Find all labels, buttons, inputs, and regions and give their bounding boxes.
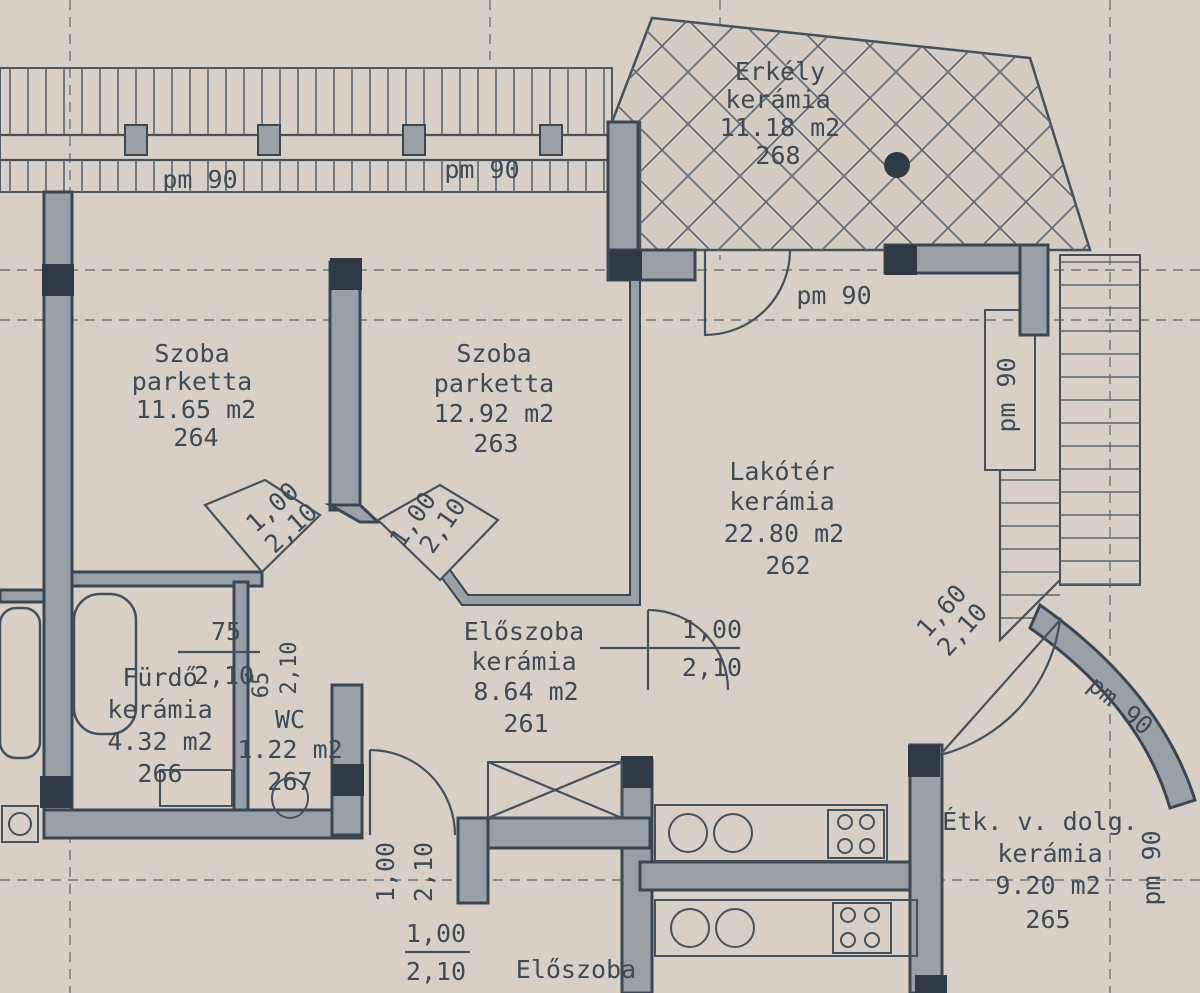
room-number: 267 — [267, 767, 312, 796]
washbasin — [159, 769, 233, 807]
room-area: 12.92 m2 — [434, 399, 554, 428]
door-swings — [203, 249, 1062, 836]
room-area: 8.64 m2 — [473, 677, 578, 706]
floor-drain — [1, 805, 39, 843]
kitchen-counter-bottom — [654, 899, 918, 957]
room-number: 264 — [173, 423, 218, 452]
drain-point — [884, 152, 910, 178]
room-number: 261 — [503, 709, 548, 738]
parapet-label: pm 90 — [992, 357, 1021, 432]
svg-text:65: 65 — [249, 672, 274, 699]
room-area: 4.32 m2 — [107, 727, 212, 756]
room-eloszoba-261: Előszoba kerámia 8.64 m2 261 — [464, 617, 584, 738]
room-name: Előszoba — [464, 617, 584, 646]
sill-post — [402, 124, 426, 156]
columns — [40, 245, 947, 993]
fixtures — [0, 592, 918, 957]
tile-line — [200, 0, 500, 300]
tile-line — [612, 18, 813, 250]
room-number: 268 — [755, 141, 800, 170]
room-number: 263 — [473, 429, 518, 458]
room-name: WC — [275, 705, 305, 734]
tile-line — [875, 18, 1090, 250]
svg-text:2,10: 2,10 — [409, 842, 438, 902]
room-number: 266 — [137, 759, 182, 788]
room-floor: kerámia — [725, 85, 830, 114]
tile-line — [612, 18, 761, 250]
room-floor: parketta — [132, 367, 252, 396]
door-label-5: 1,00 2,10 — [371, 842, 438, 902]
door-label-wc: 65 2,10 — [249, 642, 302, 699]
tile-line — [1188, 0, 1200, 300]
bathtub — [72, 592, 138, 736]
room-szoba-264: Szoba parketta 11.65 m2 264 — [132, 339, 256, 452]
tile-line — [200, 0, 500, 300]
svg-text:2,10: 2,10 — [194, 661, 254, 690]
room-wc: WC 1.22 m2 267 — [237, 705, 342, 796]
door-label-6: 1,00 2,10 — [405, 919, 470, 986]
room-area: 11.18 m2 — [720, 113, 840, 142]
cooktop-icon — [827, 809, 885, 859]
tile-line — [667, 18, 969, 250]
parapet-strip — [0, 67, 613, 193]
room-furdo: Fürdő kerámia 4.32 m2 266 — [107, 663, 212, 788]
tile-line — [612, 18, 709, 250]
room-name: Szoba — [154, 339, 229, 368]
svg-text:75: 75 — [211, 617, 241, 646]
parapet-label: pm 90 — [444, 155, 519, 184]
balcony-tiles — [200, 0, 1200, 300]
svg-text:2,10: 2,10 — [277, 642, 302, 695]
room-floor: parketta — [434, 369, 554, 398]
room-name: Étk. v. dolg. — [942, 807, 1138, 836]
tile-line — [1136, 0, 1200, 300]
room-area: 1.22 m2 — [237, 735, 342, 764]
sill-post — [257, 124, 281, 156]
room-erkely: Erkély kerámia 11.18 m2 268 — [720, 57, 840, 170]
room-szoba-263: Szoba parketta 12.92 m2 263 — [434, 339, 554, 458]
parapet-label: pm 90 — [162, 165, 237, 194]
tile-line — [612, 18, 865, 250]
toilet — [271, 777, 309, 819]
svg-text:1,00: 1,00 — [371, 842, 400, 902]
kitchen-counter-top — [654, 804, 888, 862]
svg-text:2,10: 2,10 — [682, 653, 742, 682]
room-name: Lakótér — [729, 457, 834, 486]
room-area: 22.80 m2 — [724, 519, 844, 548]
svg-text:1,00: 1,00 — [682, 615, 742, 644]
room-name: Fürdő — [122, 663, 197, 692]
room-floor: kerámia — [729, 487, 834, 516]
room-area: 9.20 m2 — [995, 871, 1100, 900]
room-floor: kerámia — [997, 839, 1102, 868]
parapet-label: pm 90 — [796, 281, 871, 310]
sink-icon — [668, 813, 708, 853]
svg-text:2,10: 2,10 — [406, 957, 466, 986]
door-label-3: 1,00 2,10 — [600, 615, 742, 682]
door-label-bath: 75 2,10 — [178, 617, 260, 690]
room-name: Szoba — [456, 339, 531, 368]
door-label-1: 1,00 2,10 — [240, 476, 323, 559]
door-label-4: 1,60 2,10 — [911, 579, 994, 662]
bathtub-left — [0, 606, 42, 760]
tile-line — [1188, 0, 1200, 300]
wardrobe — [487, 761, 623, 819]
room-number: 265 — [1025, 905, 1070, 934]
parapet-label: pm 90 — [1137, 830, 1166, 905]
staircase — [984, 254, 1141, 643]
sill-post — [539, 124, 563, 156]
tile-line — [615, 18, 917, 250]
room-number: 262 — [765, 551, 810, 580]
walls — [0, 120, 1197, 993]
svg-text:1,00: 1,00 — [406, 919, 466, 948]
sill-post — [124, 124, 148, 156]
room-floor: kerámia — [107, 695, 212, 724]
room-lakoter: Lakótér kerámia 22.80 m2 262 — [724, 457, 844, 580]
door-label-2: 1,00 2,10 — [384, 486, 472, 558]
room-eloszoba-lower: Előszoba — [516, 955, 636, 984]
room-name: Erkély — [735, 57, 825, 86]
room-etk: Étk. v. dolg. kerámia 9.20 m2 265 — [942, 807, 1138, 934]
tile-line — [1136, 0, 1200, 300]
room-area: 11.65 m2 — [136, 395, 256, 424]
room-floor: kerámia — [471, 647, 576, 676]
